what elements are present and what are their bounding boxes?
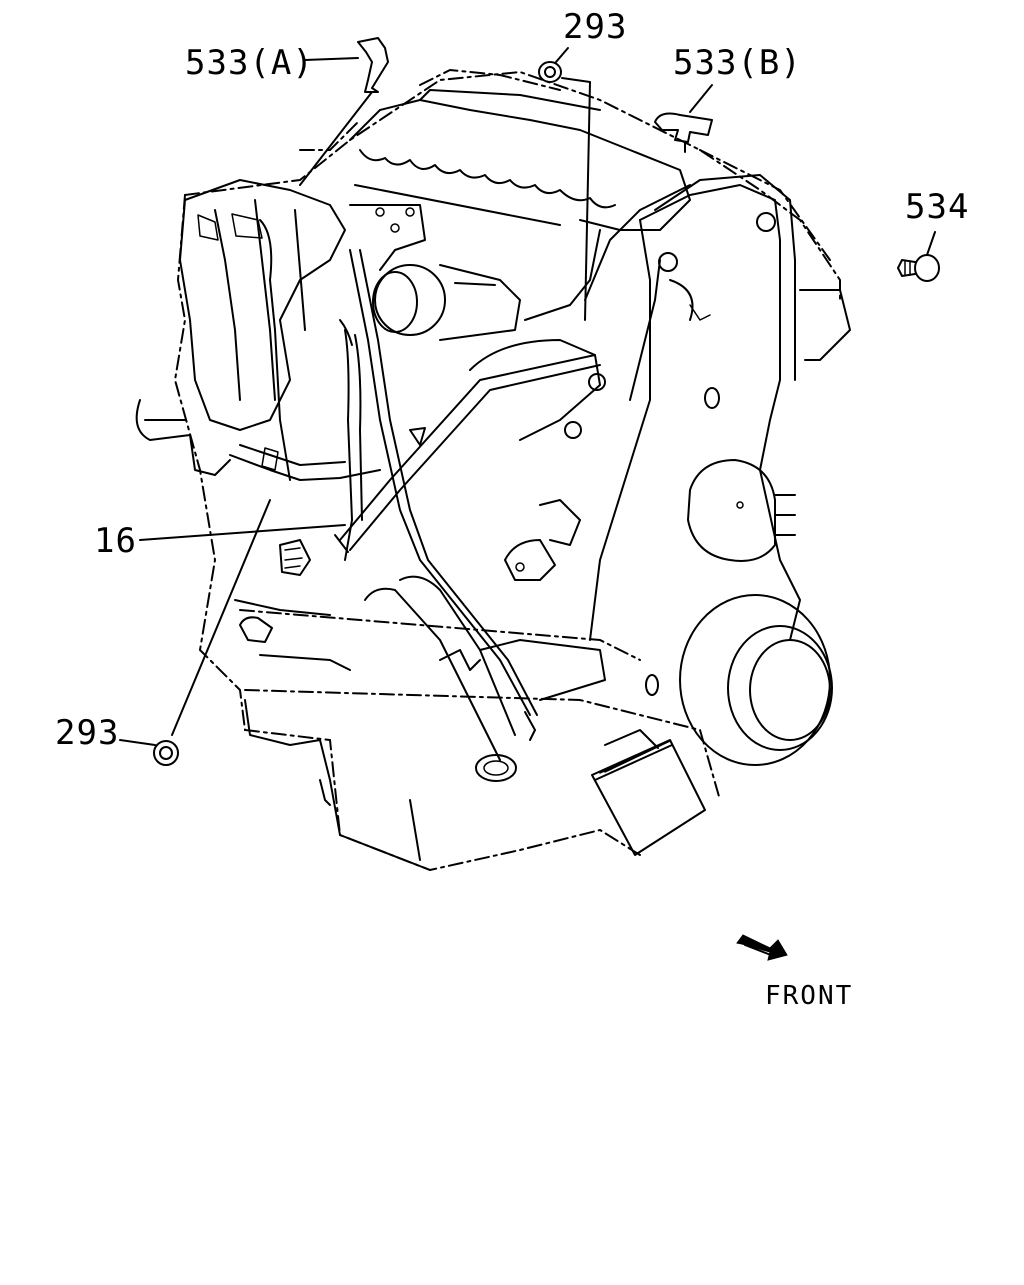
callout-293-bottom: 293 [55, 713, 120, 753]
nut-293-top-part [538, 61, 562, 83]
oil-pan [244, 699, 431, 871]
callout-533b: 533(B) [673, 43, 802, 83]
timing-belt-cover [589, 174, 851, 641]
throttle-body [349, 204, 521, 341]
egr-pipe [469, 339, 606, 581]
crank-pulley [645, 594, 833, 766]
wiring-harness [229, 184, 711, 741]
nut-293-bottom-part [153, 740, 179, 766]
clip-533a-part [357, 37, 389, 93]
leader-lines [119, 47, 936, 746]
callout-293-top: 293 [563, 7, 628, 47]
callout-534: 534 [905, 187, 970, 227]
clip-533b-part [654, 112, 713, 153]
engine-block-outline [173, 68, 841, 872]
valve-cover [349, 89, 691, 231]
front-direction-label: FRONT [765, 981, 854, 1011]
lower-brackets [234, 539, 351, 671]
distributor [687, 459, 796, 562]
callout-533a: 533(A) [185, 43, 314, 83]
intake-manifold [135, 179, 346, 476]
bolt-534-part [897, 254, 940, 282]
front-arrow-icon [736, 934, 788, 961]
coolant-pipe [364, 575, 606, 782]
callout-16: 16 [94, 521, 137, 561]
dipstick-tube [334, 354, 601, 553]
oil-filter [591, 729, 706, 856]
